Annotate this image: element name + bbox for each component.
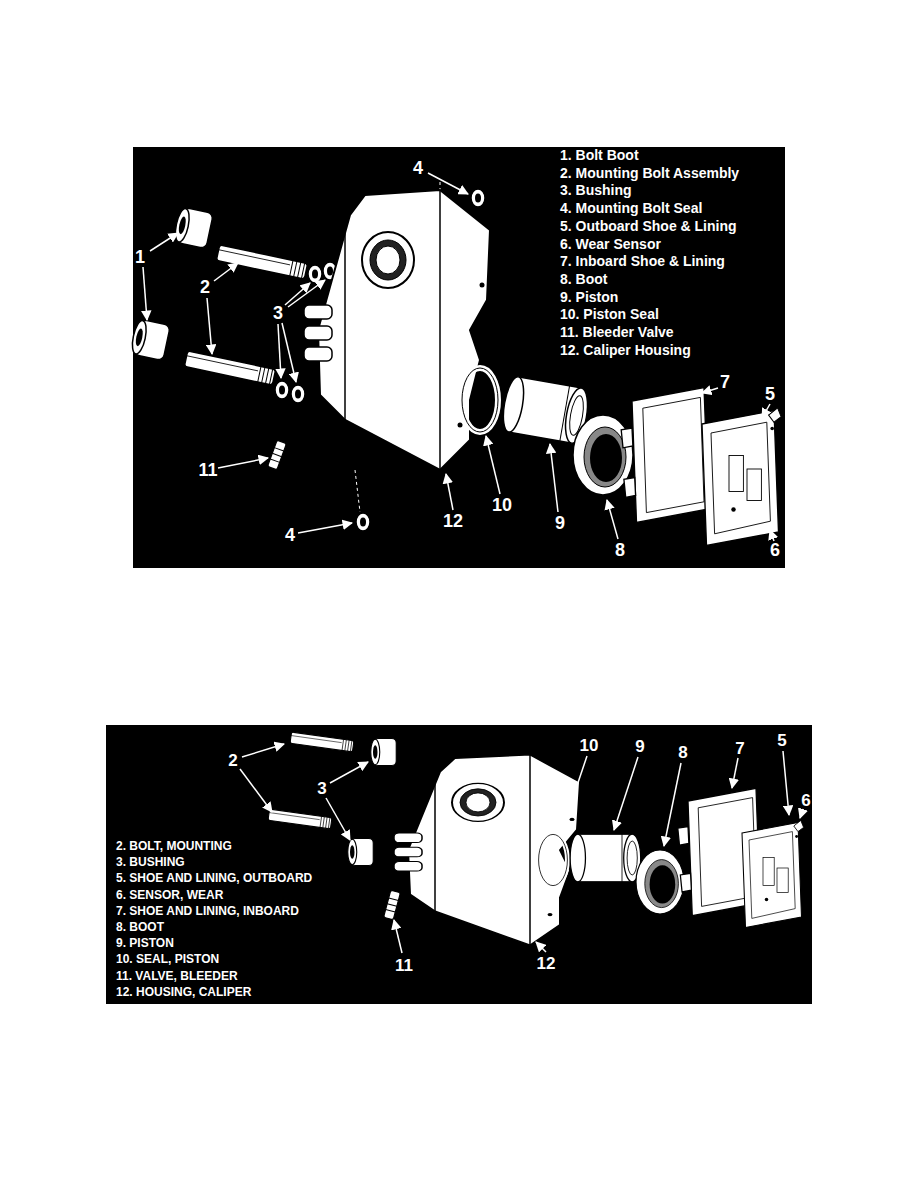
callout-number: 12 — [537, 955, 556, 972]
legend-entry: 11. VALVE, BLEEDER — [116, 970, 238, 982]
caliper-housing — [394, 755, 580, 945]
legend-entry: 9. PISTON — [116, 937, 174, 949]
bushing — [308, 265, 322, 283]
outboard-shoe — [742, 820, 804, 927]
callout-number: 5 — [765, 385, 775, 403]
callout-number: 4 — [413, 159, 423, 177]
callout-number: 11 — [395, 957, 413, 974]
callout-number: 9 — [635, 738, 644, 755]
bushing — [348, 839, 374, 866]
legend-entry: 12. Caliper Housing — [560, 343, 691, 357]
callout-number: 4 — [285, 526, 295, 544]
legend-entry: 2. Mounting Bolt Assembly — [560, 166, 739, 180]
axis-line — [355, 470, 360, 512]
legend-entry: 6. Wear Sensor — [560, 237, 661, 251]
mounting-bolt — [268, 809, 332, 829]
callout-number: 6 — [801, 792, 810, 809]
callout-number: 5 — [777, 732, 786, 749]
legend-entry: 8. BOOT — [116, 921, 164, 933]
bushing — [371, 739, 397, 766]
bleeder-valve — [384, 890, 401, 920]
piston-boot — [636, 850, 684, 914]
panel-background — [133, 147, 785, 568]
legend-entry: 6. SENSOR, WEAR — [116, 889, 223, 901]
legend-entry: 8. Boot — [560, 272, 607, 286]
leader-lines — [143, 173, 774, 541]
callout-number: 7 — [720, 373, 730, 391]
bolt-boot — [130, 318, 171, 360]
piston — [570, 834, 641, 882]
legend-entry: 2. BOLT, MOUNTING — [116, 840, 232, 852]
bushing — [291, 385, 305, 403]
panel-background — [106, 725, 812, 1004]
legend-entry: 9. Piston — [560, 290, 618, 304]
callout-number: 10 — [580, 737, 599, 754]
inboard-shoe — [621, 388, 708, 523]
legend-entry: 1. Bolt Boot — [560, 148, 639, 162]
bleeder-valve — [268, 440, 287, 470]
callout-number: 7 — [735, 740, 744, 757]
mount-seal — [356, 513, 370, 531]
legend-entry: 3. Bushing — [560, 183, 632, 197]
outboard-shoe — [702, 408, 781, 546]
legend-entry: 10. SEAL, PISTON — [116, 953, 219, 965]
callout-number: 1 — [135, 248, 145, 266]
bushing — [275, 381, 289, 399]
legend-entry: 12. HOUSING, CALIPER — [116, 986, 251, 998]
legend-entry: 5. SHOE AND LINING, OUTBOARD — [116, 872, 312, 884]
legend-entry: 3. BUSHING — [116, 856, 185, 868]
legend-entry: 11. Bleeder Valve — [560, 325, 674, 339]
piston-seal — [462, 368, 498, 432]
legend-entry: 5. Outboard Shoe & Lining — [560, 219, 737, 233]
callout-number: 8 — [615, 541, 625, 559]
mount-seal — [471, 189, 485, 207]
callout-number: 2 — [228, 752, 237, 769]
mounting-bolt — [290, 732, 354, 752]
bolt-boot — [173, 206, 214, 248]
callout-number: 2 — [200, 278, 210, 296]
legend-entry: 7. SHOE AND LINING, INBOARD — [116, 905, 299, 917]
legend-entry: 10. Piston Seal — [560, 307, 659, 321]
mounting-bolt — [184, 351, 275, 385]
mounting-bolt — [216, 245, 307, 279]
leader-lines — [240, 744, 803, 953]
callout-number: 12 — [443, 512, 463, 530]
callout-number: 8 — [678, 744, 687, 761]
caliper-housing — [304, 190, 490, 470]
callout-number: 9 — [555, 514, 565, 532]
legend-entry: 7. Inboard Shoe & Lining — [560, 254, 725, 268]
callout-number: 10 — [492, 496, 512, 514]
legend-entry: 4. Mounting Bolt Seal — [560, 201, 702, 215]
callout-number: 3 — [317, 780, 326, 797]
callout-number: 6 — [770, 541, 780, 559]
callout-number: 11 — [198, 461, 217, 479]
piston-seal — [539, 834, 568, 885]
callout-number: 3 — [273, 304, 283, 322]
